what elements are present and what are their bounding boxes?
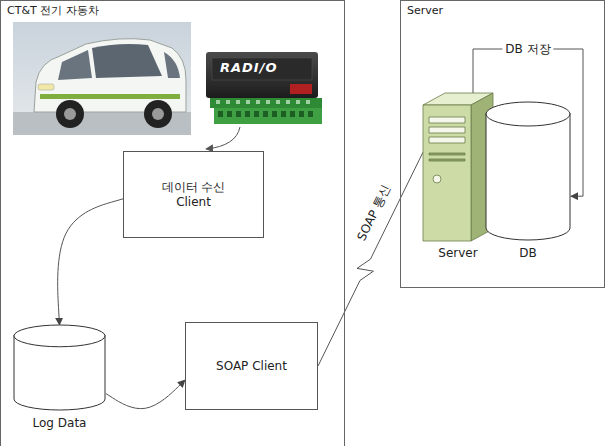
radio-device (245, 111, 250, 117)
car-photo (13, 22, 191, 135)
radio-device (263, 111, 268, 117)
radio-device (214, 108, 322, 124)
radio-device (216, 100, 220, 104)
vehicle-panel: CT&T 전기 자동차데이터 수신 ClientLog Data SOAP Cli… (0, 0, 345, 446)
radio-device (218, 111, 223, 117)
device-arrow (206, 127, 240, 149)
radio-device (272, 111, 277, 117)
server-front (423, 105, 471, 241)
radio-device (236, 111, 241, 117)
cylinder-body (486, 113, 570, 240)
radio-device (210, 98, 322, 108)
radio-device (246, 100, 250, 104)
panel-title: Server (407, 4, 443, 18)
cylinder-top (14, 325, 105, 347)
radio-device (290, 111, 295, 117)
radio-device (236, 100, 240, 104)
cylinder-shape (13, 324, 106, 411)
server-panel: ServerServerDB (400, 0, 605, 288)
car-photo (64, 108, 76, 120)
radio-device (216, 100, 310, 104)
device-logo: RADI/O (220, 60, 278, 75)
cylinder-top (486, 102, 570, 126)
connector (106, 380, 185, 409)
car-photo (58, 50, 92, 80)
database-cylinder: DB (485, 101, 571, 241)
radio-device (212, 58, 312, 80)
node-label: SOAP Client (216, 359, 287, 374)
drive-bay (429, 137, 465, 143)
radio-device (206, 52, 318, 98)
radio-device (206, 52, 322, 124)
server-shape (423, 93, 493, 241)
radio-device (281, 111, 286, 117)
node-label: Log Data (33, 416, 87, 431)
connector (58, 199, 123, 325)
radio-device (290, 84, 312, 94)
log-database: Log Data (13, 324, 106, 411)
process-box: 데이터 수신 Client (123, 151, 264, 238)
node-label: Server (438, 246, 477, 261)
node-label: DB (519, 246, 536, 261)
device-arrow (206, 127, 240, 149)
car-photo (40, 94, 180, 99)
car-photo (56, 100, 84, 128)
connector (318, 152, 423, 366)
radio-device (266, 100, 270, 104)
edge-label: SOAP 통신 (353, 180, 395, 246)
car-photo (92, 44, 162, 78)
radio-device (299, 111, 304, 117)
car-photo (38, 84, 54, 90)
radio-device (227, 111, 232, 117)
edge-label: DB 저장 (502, 42, 553, 56)
radio-device (306, 100, 310, 104)
vent-line (429, 159, 465, 161)
car-photo (34, 39, 186, 112)
radio-device (256, 100, 260, 104)
car-photo (13, 22, 191, 135)
radio-device (226, 100, 230, 104)
radio-device (286, 100, 290, 104)
cylinder-shape (485, 101, 571, 241)
radio-device (276, 100, 280, 104)
car-photo (164, 52, 180, 78)
radio-device (254, 111, 259, 117)
car-photo (152, 108, 164, 120)
radio-device (296, 100, 300, 104)
drive-bay (429, 117, 465, 123)
radio-device (218, 111, 313, 117)
radio-device (308, 111, 313, 117)
node-label: 데이터 수신 Client (148, 180, 240, 210)
process-box: SOAP Client (185, 322, 318, 410)
vent-line (429, 153, 465, 155)
panel-title: CT&T 전기 자동차 (7, 4, 99, 18)
server-icon: Server (423, 93, 493, 241)
drive-bay (429, 127, 465, 133)
car-photo (144, 100, 172, 128)
power-button (433, 175, 441, 183)
